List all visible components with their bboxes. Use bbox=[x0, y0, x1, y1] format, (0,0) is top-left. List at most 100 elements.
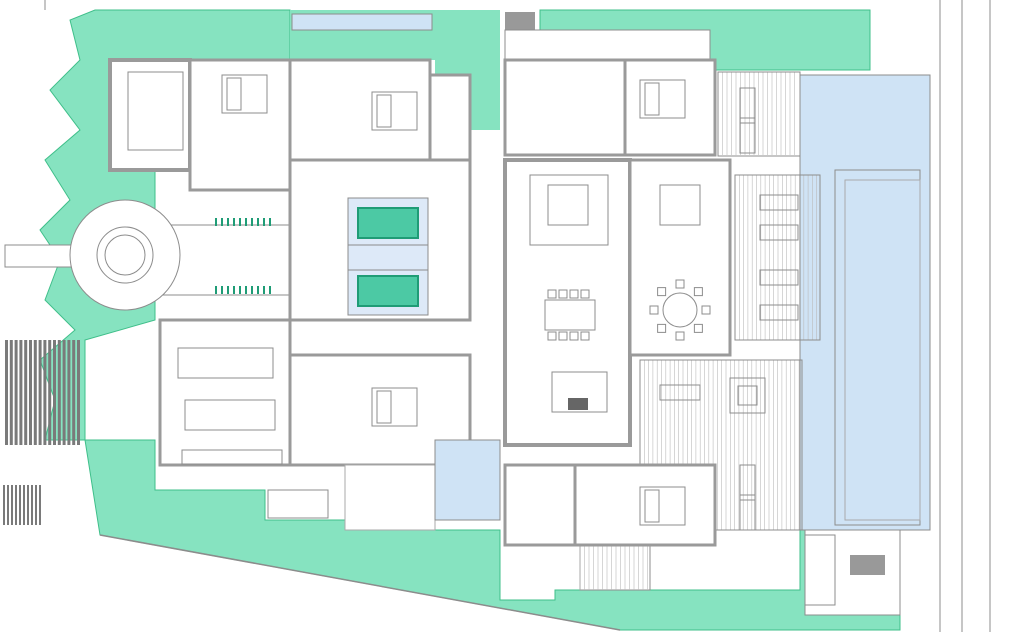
chair bbox=[547, 289, 557, 299]
pavilion-inner bbox=[127, 71, 184, 151]
sun-lounger bbox=[739, 117, 756, 154]
hedge bbox=[257, 286, 259, 294]
bed bbox=[221, 74, 268, 114]
hedge bbox=[227, 286, 229, 294]
pillow bbox=[226, 77, 242, 111]
sun-lounger bbox=[739, 87, 756, 124]
stair-tread bbox=[33, 340, 37, 445]
living-dining bbox=[503, 158, 632, 447]
stair-tread bbox=[48, 340, 52, 445]
chair bbox=[580, 289, 590, 299]
chair bbox=[558, 331, 568, 341]
chair bbox=[701, 305, 711, 315]
hedge bbox=[245, 286, 247, 294]
guest-suite-south bbox=[573, 463, 717, 547]
stair-tread bbox=[57, 340, 61, 445]
chair bbox=[569, 331, 579, 341]
fire-pit-inner bbox=[737, 385, 758, 406]
coffee-table bbox=[547, 184, 589, 226]
chair bbox=[649, 305, 659, 315]
stair-tread bbox=[39, 485, 41, 525]
hedge bbox=[221, 218, 223, 226]
stair-tread bbox=[53, 340, 56, 445]
chair bbox=[675, 279, 685, 289]
roundabout-fountain bbox=[104, 234, 146, 276]
reflecting-pool-north bbox=[357, 207, 419, 239]
cooktop bbox=[568, 398, 588, 410]
deck-lower bbox=[579, 544, 651, 591]
bath-north bbox=[428, 73, 472, 162]
hedge bbox=[251, 218, 253, 226]
sun-lounger bbox=[759, 304, 799, 321]
bath-south bbox=[503, 463, 577, 547]
sofa-set bbox=[659, 184, 701, 226]
stair-tread bbox=[27, 485, 29, 525]
car bbox=[177, 347, 274, 379]
sofa-set bbox=[529, 174, 609, 246]
sun-lounger bbox=[739, 464, 756, 501]
planter-grid bbox=[505, 12, 535, 30]
entry-path bbox=[4, 244, 76, 268]
deck-south bbox=[639, 359, 803, 531]
reflecting-pool-south bbox=[357, 275, 419, 307]
water-feature-strip bbox=[291, 13, 433, 31]
hedge bbox=[269, 218, 271, 226]
hedge bbox=[263, 218, 265, 226]
bed bbox=[371, 387, 418, 427]
pillow bbox=[376, 390, 392, 424]
guest-suite-north bbox=[503, 58, 627, 157]
fire-pit bbox=[729, 377, 766, 414]
stair-tread bbox=[19, 340, 23, 445]
stair-tread bbox=[19, 485, 21, 525]
master-suite-north bbox=[623, 58, 717, 157]
chair bbox=[580, 331, 590, 341]
chair bbox=[675, 331, 685, 341]
courtyard-garden bbox=[434, 439, 501, 521]
hedge bbox=[239, 218, 241, 226]
stair-tread bbox=[5, 340, 8, 445]
deck-middle bbox=[734, 174, 821, 341]
pillow bbox=[644, 489, 660, 523]
hedge bbox=[245, 218, 247, 226]
sun-lounger bbox=[739, 494, 756, 531]
stair-tread bbox=[67, 340, 71, 445]
stair-tread bbox=[35, 485, 37, 525]
family-room bbox=[628, 158, 732, 357]
pool-house-grid bbox=[850, 555, 885, 575]
stair-tread bbox=[38, 340, 42, 445]
bathtub bbox=[267, 489, 329, 519]
stair-tread bbox=[29, 340, 32, 445]
sun-lounger bbox=[759, 269, 799, 286]
pool-step-line bbox=[844, 179, 921, 521]
bedroom-west bbox=[188, 58, 292, 192]
hedge bbox=[269, 286, 271, 294]
hedge bbox=[257, 218, 259, 226]
chair bbox=[547, 331, 557, 341]
stair-tread bbox=[77, 340, 80, 445]
sun-lounger bbox=[759, 194, 799, 211]
hedge bbox=[215, 286, 217, 294]
pavilion-west bbox=[108, 58, 192, 172]
stair-tread bbox=[11, 485, 13, 525]
terrace-north bbox=[504, 29, 711, 61]
pool-house-bench bbox=[804, 534, 836, 606]
stair-tread bbox=[31, 485, 33, 525]
bed bbox=[371, 91, 418, 131]
stair-tread bbox=[7, 485, 9, 525]
sun-lounger bbox=[759, 224, 799, 241]
bed bbox=[639, 486, 686, 526]
pillow bbox=[376, 94, 392, 128]
stair-tread bbox=[3, 485, 5, 525]
dining-table bbox=[544, 299, 596, 331]
garage-storage bbox=[181, 449, 283, 465]
chair bbox=[558, 289, 568, 299]
chair bbox=[693, 287, 703, 297]
garage bbox=[158, 318, 292, 467]
lawn-south bbox=[84, 439, 901, 631]
hedge bbox=[263, 286, 265, 294]
round-dining-table bbox=[662, 292, 698, 328]
chair bbox=[693, 323, 703, 333]
deck-north bbox=[717, 71, 801, 157]
bed bbox=[639, 79, 686, 119]
